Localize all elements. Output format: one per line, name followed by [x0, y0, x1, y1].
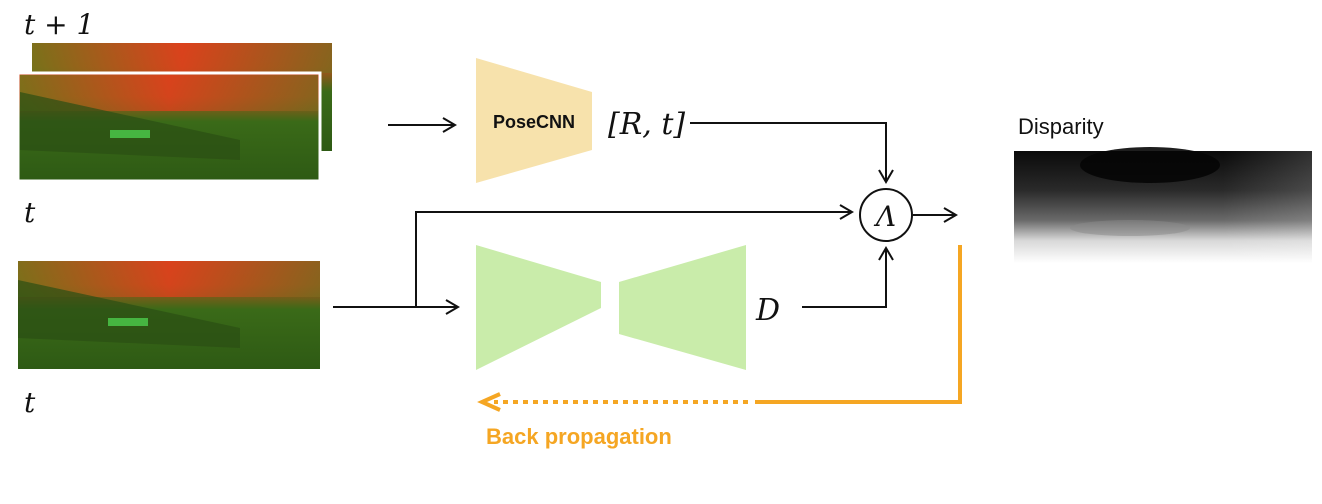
label-disparity: Disparity	[1018, 114, 1104, 139]
label-backprop: Back propagation	[486, 424, 672, 449]
label-pose-output: [R, t]	[608, 107, 685, 142]
label-frame-t-top: t	[24, 196, 36, 229]
label-frame-t-bottom: t	[24, 386, 36, 419]
input-frame-t-bottom	[18, 261, 320, 369]
label-depth-output: D	[755, 293, 780, 328]
label-frame-next: t + 1	[24, 8, 94, 41]
backprop-path	[477, 245, 962, 412]
depth-decoder-block	[619, 245, 746, 370]
depth-encoder-block	[476, 245, 601, 370]
disparity-map	[1014, 147, 1312, 263]
connectors	[333, 117, 958, 315]
posecnn-block	[476, 58, 592, 183]
warp-operator-circle	[859, 188, 913, 242]
label-posecnn: PoseCNN	[493, 112, 575, 132]
input-frame-t-top	[16, 71, 322, 183]
label-warp-op: Λ	[873, 200, 896, 233]
